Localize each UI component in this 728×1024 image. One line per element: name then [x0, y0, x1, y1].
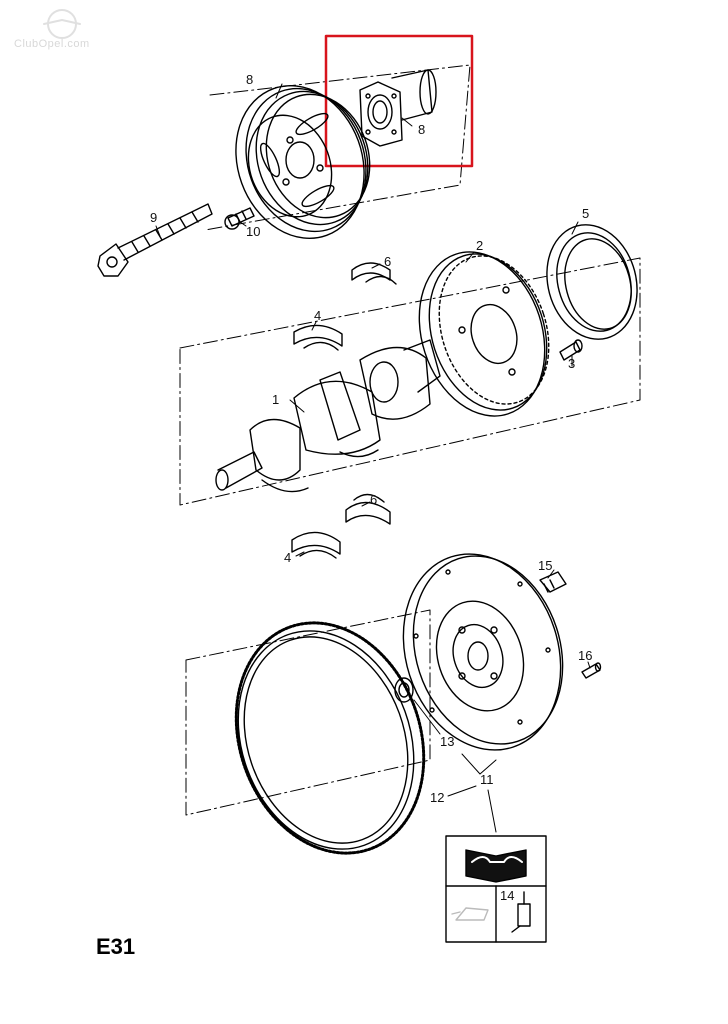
ring-gear-part-12 [234, 621, 426, 855]
watermark: ClubOpel.com [14, 38, 90, 50]
bolt-part-9 [97, 203, 213, 277]
bearing-shell-part-4-lower [291, 531, 341, 559]
callout-6-lower: 6 [370, 492, 377, 507]
bearing-shell-part-4-upper [293, 324, 343, 351]
callout-13: 13 [440, 734, 454, 749]
callout-2: 2 [476, 238, 483, 253]
callout-7: 8 [246, 72, 253, 87]
crankshaft-part-1 [215, 339, 441, 493]
flywheel-part-11 [402, 553, 564, 751]
callout-1: 1 [272, 392, 279, 407]
callout-6-upper: 6 [384, 254, 391, 269]
grease-gun-icon [511, 891, 531, 933]
callout-11: 11 [480, 772, 494, 787]
highlight-box [324, 34, 474, 168]
callout-14: 14 [500, 888, 514, 903]
pulley-part-7 [235, 84, 371, 240]
callout-15: 15 [538, 558, 552, 573]
callout-4-lower: 4 [284, 550, 291, 565]
dowel-pin-part-16 [581, 662, 602, 679]
hub-sleeve-part-8 [359, 69, 437, 147]
reluctor-disc-part-2 [418, 251, 550, 417]
callout-9: 9 [150, 210, 157, 225]
oil-seal-part-5 [546, 224, 638, 340]
service-info-box [445, 835, 547, 943]
callout-4-upper: 4 [314, 308, 321, 323]
callout-10: 10 [246, 224, 260, 239]
bolt-part-15 [539, 571, 567, 593]
diagram-code: E31 [96, 934, 136, 959]
bearing-shell-part-6-upper [351, 262, 397, 285]
callout-labels: 8 8 9 10 2 5 6 4 3 1 6 4 15 16 13 11 12 … [150, 72, 592, 903]
opel-logo-watermark [43, 9, 81, 39]
callout-12: 12 [430, 790, 444, 805]
callout-3: 3 [568, 356, 575, 371]
callout-8: 8 [418, 122, 425, 137]
screw-part-3 [559, 339, 583, 361]
leader-lines [155, 83, 591, 833]
bearing-shell-part-6-lower [345, 493, 391, 525]
callout-16: 16 [578, 648, 592, 663]
assembly-frames [179, 64, 641, 816]
bolt-part-10 [224, 207, 255, 230]
callout-5: 5 [582, 206, 589, 221]
service-manual-icon [465, 849, 527, 883]
oil-can-icon [451, 907, 489, 921]
